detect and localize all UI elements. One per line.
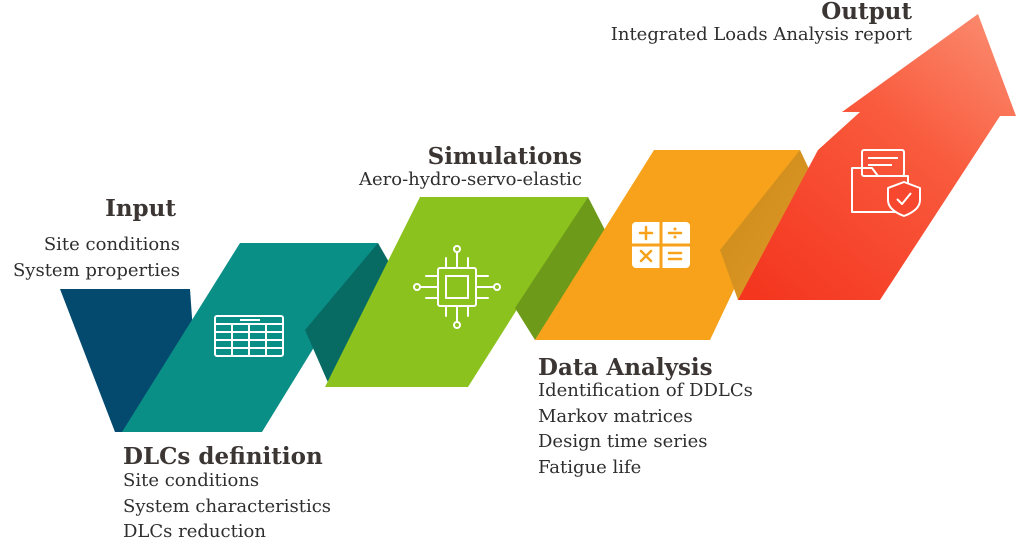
step-title-output: Output	[821, 0, 912, 25]
fold-analysis-output	[720, 150, 818, 300]
step-title-simulations: Simulations	[427, 143, 582, 170]
processor-chip-icon	[413, 245, 501, 329]
step-item: System properties	[12, 259, 180, 281]
fold-sim-analysis	[515, 197, 605, 340]
step-items-simulations: Aero-hydro-servo-elastic	[359, 167, 582, 193]
step-title-input: Input	[105, 195, 176, 222]
step-item: System characteristics	[123, 495, 332, 517]
step-item: Fatigue life	[538, 456, 642, 478]
step-item: Aero-hydro-servo-elastic	[358, 169, 582, 190]
band-simulations	[325, 197, 588, 387]
calculator-icon	[632, 222, 690, 268]
step-items-output: Integrated Loads Analysis report	[611, 22, 912, 48]
secure-folder-icon	[851, 149, 921, 217]
step-item: Identification of DDLCs	[538, 380, 753, 401]
step-item: Integrated Loads Analysis report	[610, 24, 912, 45]
step-item: Site conditions	[123, 470, 260, 491]
step-item: DLCs reduction	[123, 521, 266, 540]
step-item: Design time series	[538, 431, 708, 452]
step-item: Markov matrices	[538, 405, 693, 427]
spreadsheet-icon	[214, 315, 284, 357]
step-items-dlcs: Site conditions System characteristics D…	[123, 468, 331, 540]
step-items-input: Site conditions System properties	[13, 232, 180, 283]
step-title-analysis: Data Analysis	[538, 354, 713, 381]
step-item: Site conditions	[43, 234, 180, 255]
step-items-analysis: Identification of DDLCs Markov matrices …	[538, 378, 753, 480]
step-title-dlcs: DLCs definition	[123, 443, 323, 470]
